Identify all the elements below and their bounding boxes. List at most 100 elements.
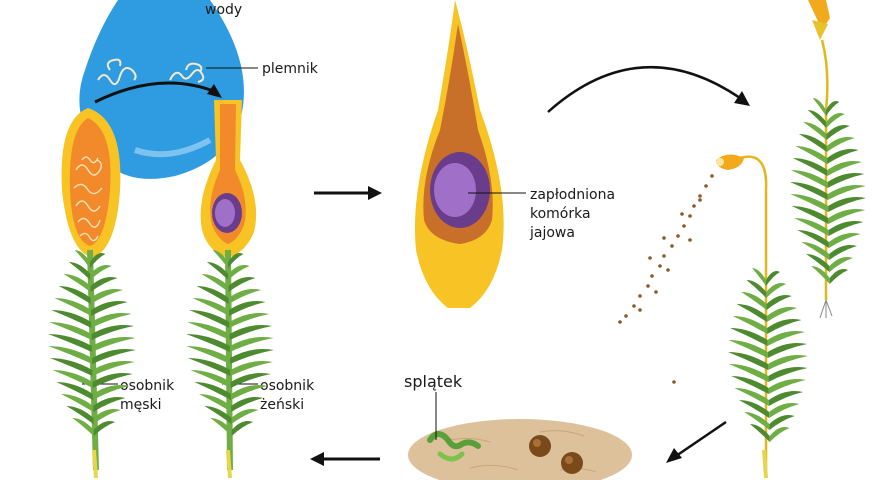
moss-leaf: [769, 427, 790, 442]
male-label-line1: osobnik: [120, 378, 175, 394]
moss-leaf: [229, 313, 270, 328]
moss-leaf: [68, 262, 91, 280]
moss-leaf: [731, 376, 769, 394]
moss-leaf: [63, 274, 91, 292]
moss-leaf: [828, 221, 864, 236]
moss-leaf: [228, 277, 256, 292]
moss-leaf: [90, 289, 124, 304]
moss-leaves: [48, 250, 136, 436]
fertilized-archegonium: [414, 0, 526, 308]
moss-leaf: [790, 170, 828, 188]
moss-leaf: [769, 403, 800, 418]
sperm-label: plemnik: [262, 61, 319, 77]
moss-leaf: [201, 274, 229, 292]
water-drop: [79, 0, 244, 179]
moss-leaf: [93, 397, 126, 412]
moss-leaf: [803, 122, 827, 140]
moss-leaf: [230, 361, 274, 376]
moss-leaf: [229, 337, 274, 352]
moss-leaf: [827, 173, 865, 188]
moss-leaf: [186, 322, 230, 340]
fertilized-label-line1: zapłodniona: [530, 187, 615, 203]
moss-leaf: [827, 161, 863, 176]
moss-leaf: [66, 406, 94, 424]
moss-leaf: [732, 316, 768, 334]
spore-dot: [662, 254, 666, 258]
moss-leaf: [91, 325, 135, 340]
spore-dot: [650, 274, 654, 278]
spore-dot: [662, 236, 666, 240]
moss-leaf: [728, 352, 768, 370]
female-label-line2: żeński: [260, 397, 304, 413]
moss-leaf: [187, 358, 231, 376]
moss-leaf: [230, 385, 268, 400]
moss-leaf: [826, 113, 845, 128]
moss-leaf: [186, 334, 230, 352]
moss-leaf: [793, 218, 829, 236]
moss-leaf: [92, 361, 136, 376]
moss-leaf: [56, 382, 93, 400]
moss-leaf: [812, 98, 826, 116]
protonema-label: splątek: [404, 372, 463, 391]
moss-leaf: [768, 391, 804, 406]
spore-dot: [692, 204, 696, 208]
moss-leaf: [198, 394, 232, 412]
moss-leaves: [186, 250, 274, 436]
moss-leaf: [228, 289, 262, 304]
moss-leaf: [767, 331, 805, 346]
spore-dot: [704, 184, 708, 188]
moss-leaf: [194, 382, 231, 400]
moss-leaf: [741, 292, 767, 310]
moss-leaf: [231, 397, 264, 412]
spore-dot: [680, 212, 684, 216]
moss-leaf: [730, 328, 768, 346]
moss-leaf: [792, 158, 828, 176]
moss-leaf: [91, 313, 132, 328]
moss-leaf: [829, 257, 853, 272]
moss-leaf: [228, 253, 244, 268]
moss-leaf: [798, 134, 827, 152]
moss-leaf: [790, 182, 828, 200]
moss-leaf: [206, 262, 229, 280]
moss-leaf: [58, 286, 91, 304]
spore-dot: [624, 314, 628, 318]
spore-dot: [688, 214, 692, 218]
moss-leaf: [790, 194, 829, 212]
moss-leaf: [90, 253, 106, 268]
moss-leaf: [767, 319, 802, 334]
male-label-line2: męski: [120, 397, 162, 413]
sperm-swim-arrow: [94, 81, 222, 104]
moss-leaves: [790, 98, 866, 284]
moss-leaf: [791, 206, 829, 224]
spore-dot: [672, 380, 676, 384]
female-label-line1: osobnik: [260, 378, 315, 394]
moss-leaf: [231, 409, 259, 424]
moss-leaf: [744, 412, 770, 430]
moss-leaf: [749, 424, 770, 442]
arrow-curve-top-right: [547, 65, 750, 113]
spore-dot: [670, 244, 674, 248]
spore-dot: [658, 264, 662, 268]
spore-dot: [646, 284, 650, 288]
moss-leaf: [210, 418, 232, 436]
moss-leaves: [728, 268, 808, 442]
moss-leaf: [769, 415, 795, 430]
arrow-right: [314, 186, 382, 200]
spore-dot: [710, 174, 714, 178]
moss-leaf: [192, 298, 230, 316]
moss-leaf: [766, 271, 780, 286]
sperm-cells: [97, 58, 205, 86]
moss-leaf: [736, 304, 767, 322]
moss-leaf: [190, 370, 231, 388]
moss-leaf: [829, 245, 858, 260]
moss-leaf: [829, 269, 849, 284]
moss-leaf: [752, 268, 766, 286]
moss-leaf: [189, 310, 230, 328]
moss-leaf: [828, 209, 866, 224]
moss-leaf: [230, 349, 274, 364]
moss-leaf: [728, 364, 769, 382]
spore-dot: [638, 308, 642, 312]
moss-leaf: [828, 233, 861, 248]
spore-dot: [676, 234, 680, 238]
